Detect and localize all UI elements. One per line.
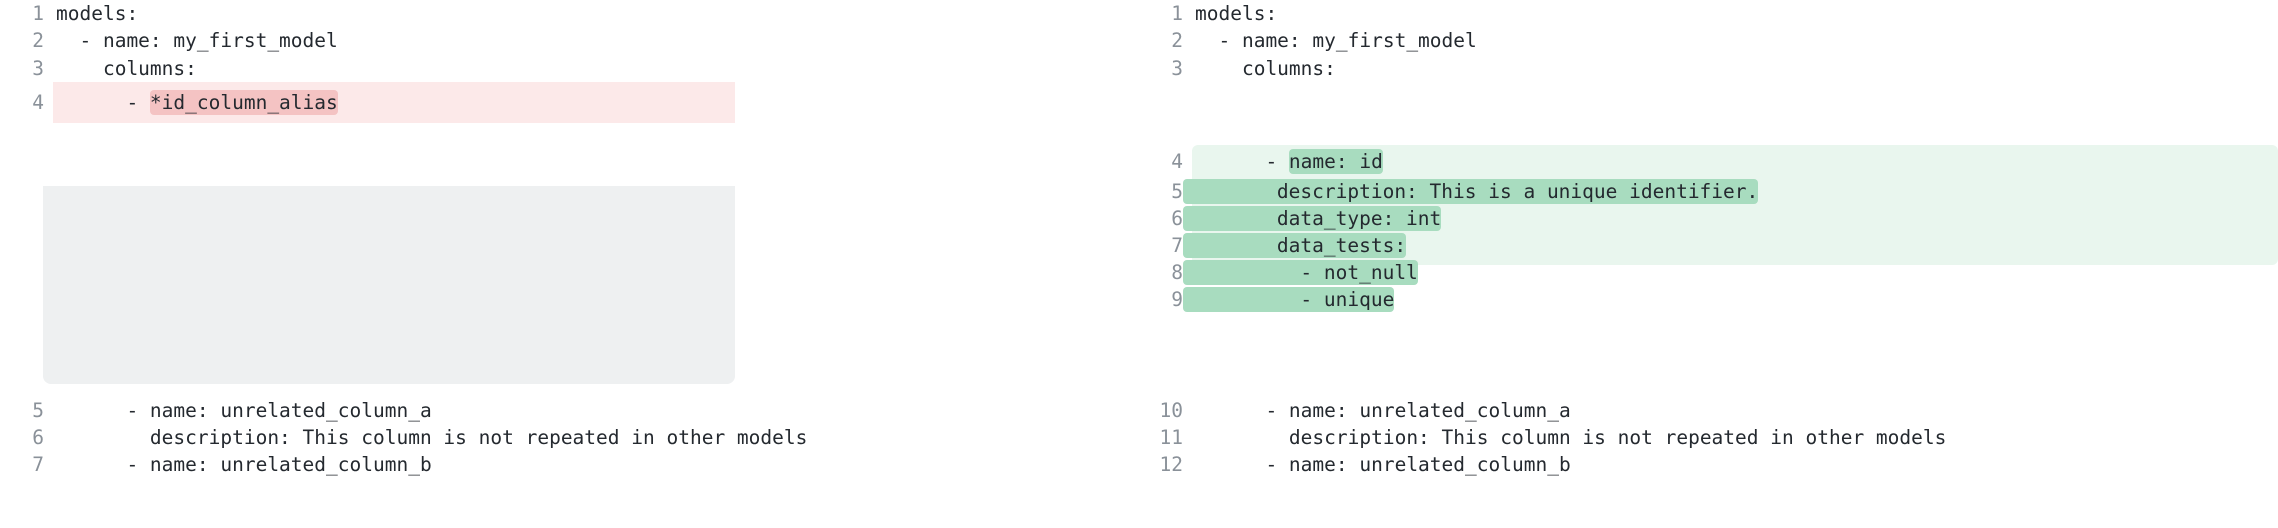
line-number: 8 [1171, 261, 1183, 284]
code-text: - name: unrelated_column_a [1195, 399, 1571, 422]
line-number: 5 [1171, 180, 1183, 203]
code-text: data_tests: [1183, 232, 2278, 259]
code-line-added[interactable]: 4 - name: id [1149, 145, 2278, 178]
code-line-added[interactable]: 9 - unique [1149, 286, 2278, 313]
code-line[interactable]: 2 - name: my_first_model [10, 27, 1139, 54]
code-line[interactable]: 1 models: [1149, 0, 2278, 27]
line-number: 1 [32, 2, 44, 25]
added-word-highlight: data_type: int [1183, 206, 1442, 231]
line-number: 6 [32, 426, 44, 449]
code-text: - name: my_first_model [1195, 29, 1477, 53]
code-line-deleted[interactable]: 4 - *id_column_alias [10, 81, 1139, 123]
code-line[interactable]: 10 - name: unrelated_column_a [1149, 397, 2278, 424]
line-number: 12 [1159, 453, 1183, 476]
code-text: description: This column is not repeated… [56, 426, 808, 449]
line-number: 5 [32, 399, 44, 422]
code-line[interactable]: 7 - name: unrelated_column_b [10, 451, 1139, 478]
line-number: 3 [1171, 56, 1183, 80]
code-line[interactable]: 3 columns: [10, 55, 1139, 82]
code-line-added[interactable]: 6 data_type: int [1149, 205, 2278, 232]
code-line[interactable]: 12 - name: unrelated_column_b [1149, 451, 2278, 478]
line-number: 2 [32, 29, 44, 53]
line-number: 1 [1171, 2, 1183, 25]
code-line-added[interactable]: 8 - not_null [1149, 259, 2278, 286]
code-text: columns: [56, 56, 197, 80]
code-line[interactable]: 2 - name: my_first_model [1149, 27, 2278, 54]
code-line[interactable]: 1 models: [10, 0, 1139, 27]
line-number: 4 [32, 90, 44, 114]
code-line[interactable]: 5 - name: unrelated_column_a [10, 397, 1139, 424]
deleted-word-highlight: *id_column_alias [149, 89, 338, 115]
line-number: 10 [1159, 399, 1183, 422]
code-text: - unique [1183, 286, 2278, 313]
code-text: description: This column is not repeated… [1195, 426, 1947, 449]
added-word-highlight: description: This is a unique identifier… [1183, 179, 1759, 204]
line-number: 7 [32, 453, 44, 476]
diff-pane-after: 1 models: 2 - name: my_first_model 3 col… [1139, 0, 2278, 528]
code-line[interactable]: 6 description: This column is not repeat… [10, 424, 1139, 451]
diff-filler-block [43, 186, 735, 384]
code-line-added[interactable]: 5 description: This is a unique identifi… [1149, 178, 2278, 205]
added-word-highlight: - not_null [1183, 260, 1418, 285]
line-number: 7 [1171, 234, 1183, 257]
code-text: columns: [1195, 56, 1336, 80]
code-text: - name: my_first_model [56, 29, 338, 53]
code-text: description: This is a unique identifier… [1183, 178, 2278, 205]
line-number: 3 [32, 56, 44, 80]
line-number: 4 [1171, 150, 1183, 173]
code-prefix: - [56, 90, 150, 114]
code-line[interactable]: 11 description: This column is not repea… [1149, 424, 2278, 451]
line-number: 11 [1159, 426, 1183, 449]
code-text: models: [56, 2, 139, 25]
code-text: - name: unrelated_column_a [56, 399, 432, 422]
line-number: 2 [1171, 29, 1183, 53]
code-prefix: - [1195, 150, 1289, 173]
code-text: - name: unrelated_column_b [56, 453, 432, 476]
added-word-highlight: - unique [1183, 287, 1395, 312]
diff-pane-before: 1 models: 2 - name: my_first_model 3 col… [10, 0, 1139, 478]
code-line[interactable]: 3 columns: [1149, 55, 2278, 82]
line-number: 6 [1171, 207, 1183, 230]
code-text: models: [1195, 2, 1278, 25]
code-line-added[interactable]: 7 data_tests: [1149, 232, 2278, 259]
code-text: - name: unrelated_column_b [1195, 453, 1571, 476]
code-text: - name: id [1183, 145, 2278, 178]
code-text: - not_null [1183, 259, 2278, 286]
code-text: data_type: int [1183, 205, 2278, 232]
code-text: - *id_column_alias [44, 82, 1139, 123]
added-word-highlight: data_tests: [1183, 233, 1407, 258]
added-word-highlight: name: id [1288, 149, 1383, 174]
line-number: 9 [1171, 288, 1183, 311]
